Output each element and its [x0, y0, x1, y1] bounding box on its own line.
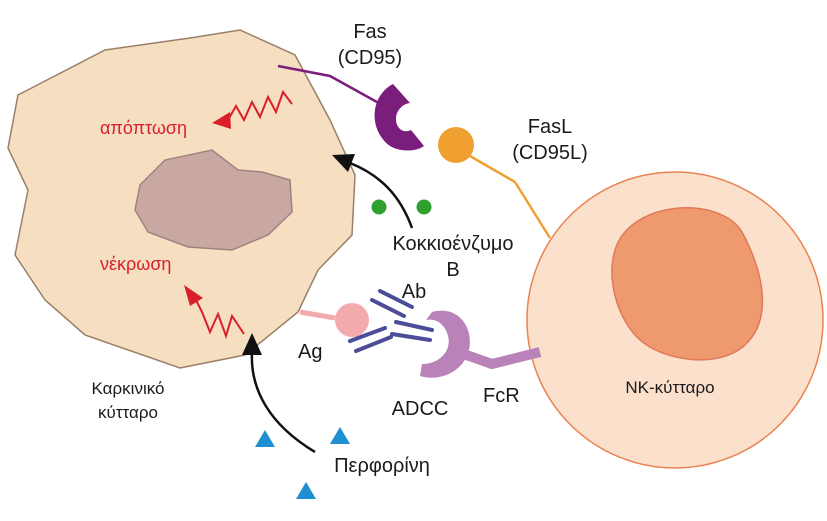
- cancer-cell-nucleus: [134, 149, 293, 251]
- fas-label: Fas: [353, 21, 386, 43]
- apoptosis-zigzag: [227, 89, 293, 123]
- cancer-cell-label-sub: κύτταρο: [98, 403, 158, 422]
- apoptosis-arrowhead: [212, 112, 231, 129]
- granzyme-arrow: [349, 161, 414, 229]
- nk-cell-label: NK-κύτταρο: [625, 378, 714, 397]
- fcr-label: FcR: [483, 385, 520, 407]
- perforin-arrowhead: [242, 333, 262, 355]
- fas-label-sub: (CD95): [338, 47, 402, 69]
- perforin-triangle: [330, 427, 350, 444]
- nk-cell-nucleus: [611, 207, 764, 361]
- antibody: [348, 289, 434, 353]
- fasl-ligand: [438, 127, 474, 163]
- necrosis-arrowhead: [184, 285, 203, 306]
- adcc-label: ADCC: [392, 398, 449, 420]
- antigen-stalk: [299, 309, 336, 321]
- cancer-cell-label: Καρκινικό: [92, 379, 165, 398]
- perforin-arrow: [250, 351, 316, 454]
- antigen: [335, 303, 369, 337]
- fas-receptor: [374, 84, 424, 151]
- fcr-stalk: [456, 347, 542, 369]
- perforin-triangle: [255, 430, 275, 447]
- fas-stalk: [277, 64, 396, 114]
- granzyme-label-sub: Β: [446, 259, 459, 281]
- necrosis-zigzag: [195, 299, 245, 340]
- perforin-label: Περφορίνη: [334, 455, 430, 477]
- fcr-receptor: [420, 310, 470, 378]
- granzyme-dot: [371, 199, 387, 215]
- granzyme-arrowhead: [332, 154, 355, 172]
- fasl-label-sub: (CD95L): [512, 142, 588, 164]
- necrosis-label: νέκρωση: [100, 254, 171, 274]
- fasl-label: FasL: [528, 116, 572, 138]
- antigen-label: Ag: [298, 341, 322, 363]
- granzyme-label: Κοκκιοένζυμο: [392, 233, 513, 255]
- fasl-stalk-2: [513, 181, 552, 239]
- antibody-label: Ab: [402, 281, 426, 303]
- apoptosis-label: απόπτωση: [100, 118, 187, 138]
- granzyme-dot: [416, 199, 432, 215]
- perforin-triangle: [296, 482, 316, 499]
